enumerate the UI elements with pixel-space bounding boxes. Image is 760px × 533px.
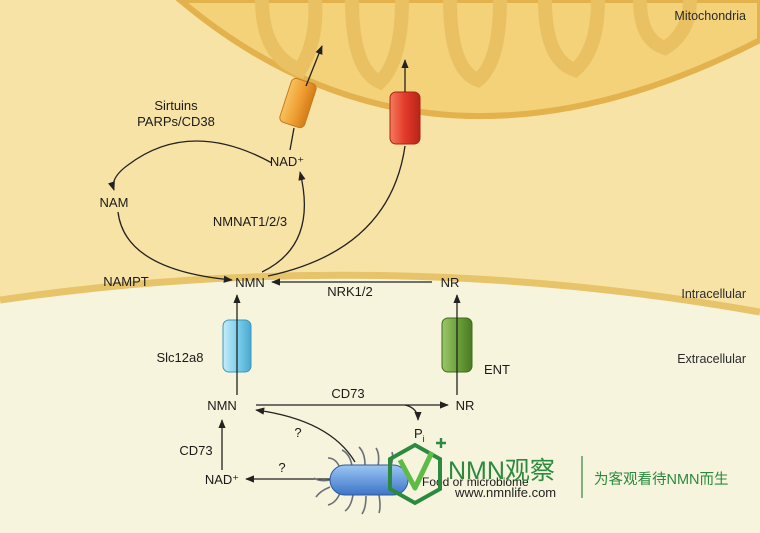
label-question-lower: ? [278, 460, 285, 475]
pathway-arrows [107, 45, 461, 483]
label-nmn-intracellular: NMN [235, 275, 265, 290]
label-cd73-nad-to-nmn: CD73 [179, 443, 212, 458]
region-label-intracellular: Intracellular [681, 287, 746, 301]
label-parps-cd38: PARPs/CD38 [137, 114, 215, 129]
label-pi: Pi [414, 426, 425, 444]
cell-membrane [0, 271, 760, 316]
arrow-nad-to-nam [107, 140, 273, 191]
label-slc12a8: Slc12a8 [157, 350, 204, 365]
arrow-nmn-to-red [267, 145, 406, 277]
mitochondrial-cristae [255, 0, 697, 91]
label-sirtuins: Sirtuins [154, 98, 198, 113]
label-nr-intracellular: NR [441, 275, 460, 290]
mitochondrion [175, 0, 760, 119]
label-nad-plus-extracellular: NAD⁺ [205, 472, 239, 487]
arrow-nmn-to-nad [261, 171, 306, 273]
arrow-microbe-to-nmn [255, 407, 356, 463]
label-question-upper: ? [294, 425, 301, 440]
watermark: NMN观察 www.nmnlife.com 为客观看待NMN而生 [388, 438, 729, 506]
label-nmnat: NMNAT1/2/3 [213, 214, 287, 229]
label-food-or-microbiome: Food or microbiome [422, 475, 529, 489]
region-label-extracellular: Extracellular [677, 352, 746, 366]
watermark-slogan: 为客观看待NMN而生 [594, 471, 729, 488]
transporter-orange [279, 77, 317, 129]
region-label-mitochondria: Mitochondria [674, 9, 746, 23]
arrow-to-pi [404, 404, 422, 421]
label-nmn-extracellular: NMN [207, 398, 237, 413]
label-nrk: NRK1/2 [327, 284, 373, 299]
label-nam: NAM [100, 195, 129, 210]
label-pi-main: P [414, 426, 423, 441]
transporter-red [389, 91, 421, 145]
label-ent: ENT [484, 362, 510, 377]
nmn-logo-icon [388, 438, 446, 506]
label-nr-extracellular: NR [456, 398, 475, 413]
label-pi-subscript: i [423, 434, 425, 444]
label-nad-plus-intracellular: NAD⁺ [270, 154, 304, 169]
arrow-orange-out [305, 45, 323, 87]
link-nad-orange [289, 127, 295, 151]
arrow-nam-to-nmn [117, 211, 233, 283]
watermark-brand: NMN观察 [448, 457, 555, 485]
watermark-url: www.nmnlife.com [454, 485, 556, 500]
label-cd73-nmn-to-nr: CD73 [331, 386, 364, 401]
label-nampt: NAMPT [103, 274, 149, 289]
